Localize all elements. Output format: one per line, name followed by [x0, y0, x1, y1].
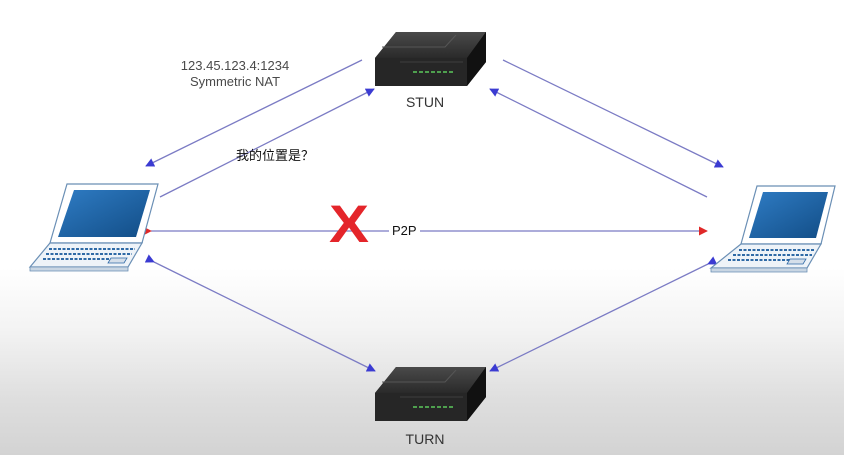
turn-server-label: TURN: [405, 431, 445, 447]
p2p-failed-x-icon: X: [328, 194, 370, 254]
connection-arrows: [142, 59, 724, 372]
arrow-stun-to-left-peer: [145, 59, 363, 167]
stun-query-label: 我的位置是？: [236, 149, 315, 164]
arrow-left-peer-turn: [144, 254, 376, 372]
left-peer-nat-type: Symmetric NAT: [189, 74, 281, 89]
stun-server-label: STUN: [405, 94, 445, 110]
left-peer-nat-address: 123.45.123.4:1234: [180, 58, 290, 73]
stun-server-icon: [375, 32, 486, 86]
arrow-right-peer-turn: [489, 256, 718, 372]
arrow-stun-to-right-peer: [502, 59, 724, 168]
arrow-right-peer-to-stun: [489, 88, 708, 198]
arrow-left-peer-to-stun: [159, 88, 375, 198]
p2p-connection-label: P2P: [389, 224, 420, 237]
turn-server-icon: [375, 367, 486, 421]
left-peer-laptop-icon: [28, 183, 159, 272]
right-peer-laptop-icon: [709, 185, 836, 273]
